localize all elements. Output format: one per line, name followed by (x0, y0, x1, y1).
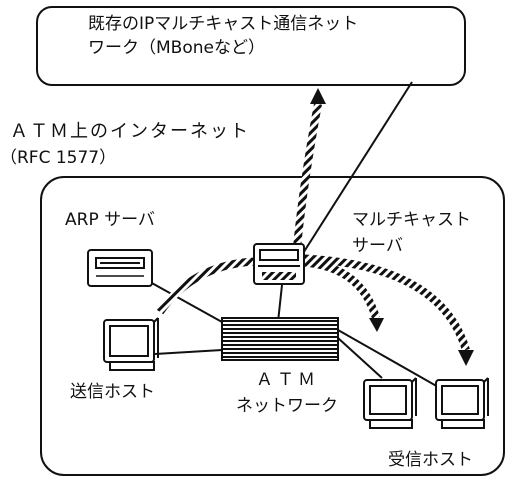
atm-network-label-line2: ネットワーク (236, 396, 338, 416)
flow-arrow-receiver-1 (291, 258, 380, 320)
multicast-server-icon (253, 243, 305, 285)
multicast-server-label-line2: サーバ (352, 236, 403, 256)
receiver-host-monitor-icon (435, 377, 489, 429)
atm-internet-title: ＡＴＭ上のインターネット (10, 121, 250, 142)
multicast-server-label-line1: マルチキャスト (352, 210, 471, 230)
rfc-label: （RFC 1577） (0, 148, 117, 168)
flow-arrow-receiver-1-head (369, 318, 384, 332)
arp-server-icon (87, 249, 153, 287)
atm-switch-icon (221, 317, 339, 361)
flow-arrow-up-head (310, 88, 326, 104)
existing-network-label-line2: ワーク（MBoneなど） (88, 38, 265, 58)
atm-internet-box (40, 176, 505, 476)
atm-network-label-line1: ＡＴＭ (256, 370, 319, 390)
link-switch-to-receiver-2 (337, 329, 441, 389)
link-switch-to-receiver-1 (337, 337, 383, 379)
existing-network-label-line1: 既存のIPマルチキャスト通信ネット (88, 14, 359, 34)
receiver-host-label: 受信ホスト (388, 450, 473, 470)
flow-arrow-up (292, 103, 322, 259)
link-switch-to-multicast-server (277, 284, 283, 323)
link-sender-to-switch (154, 349, 223, 355)
existing-multicast-network-box (36, 6, 466, 86)
flow-arrow-receiver-2-head (458, 350, 474, 366)
arp-server-label: ARP サーバ (65, 210, 155, 230)
sender-host-monitor-icon (103, 317, 159, 371)
sender-host-label: 送信ホスト (70, 382, 155, 402)
link-arp-to-switch (149, 281, 223, 323)
receiver-host-monitor-icon (363, 377, 417, 429)
link-server-to-existing-network (299, 81, 413, 259)
flow-arrow-receiver-2 (291, 254, 470, 352)
